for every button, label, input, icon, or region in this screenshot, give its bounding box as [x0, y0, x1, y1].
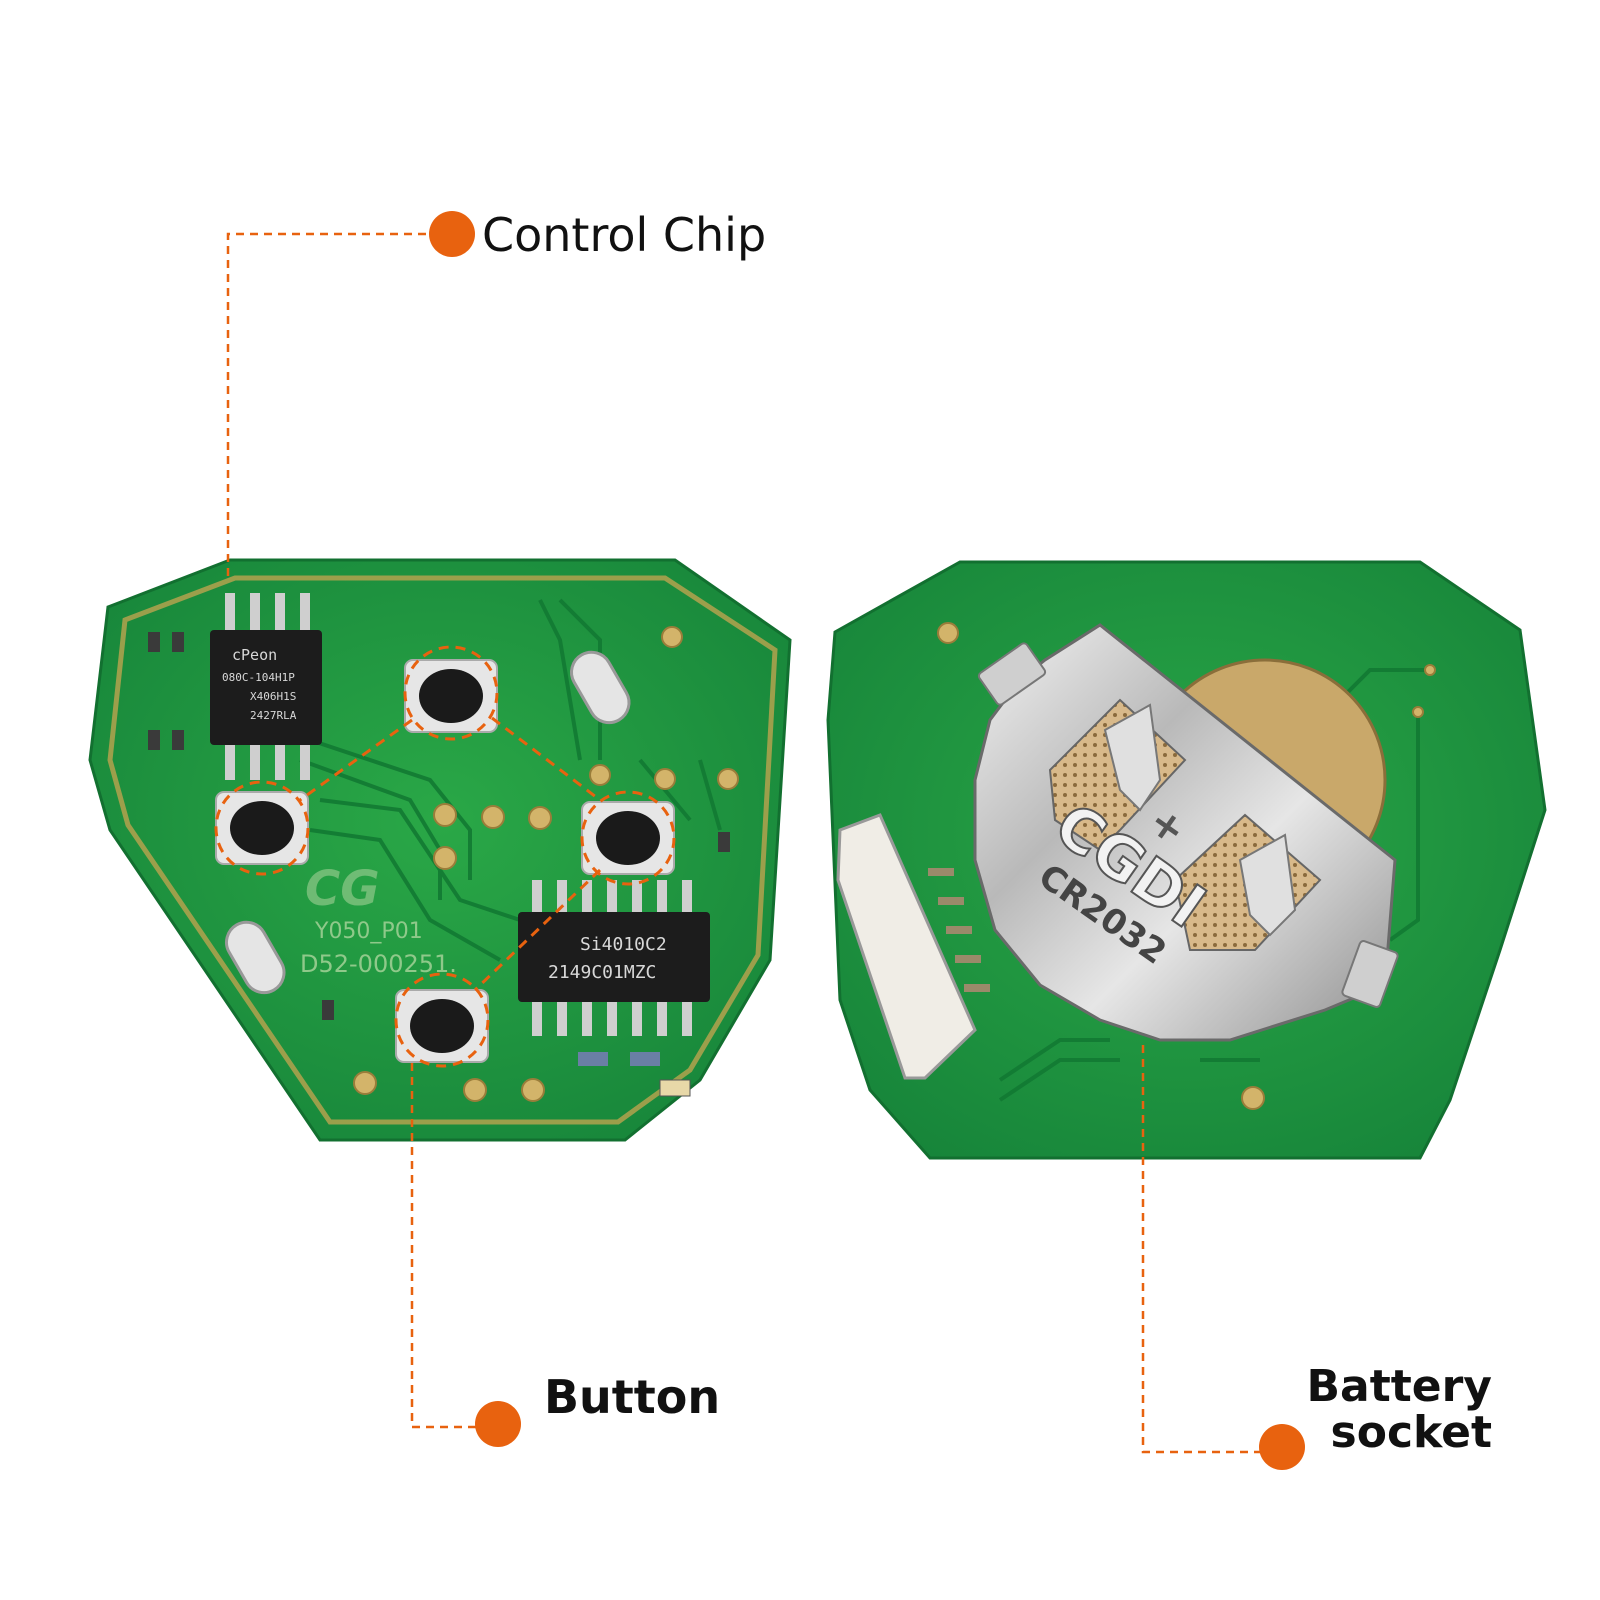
solder-pads: [353, 626, 739, 1102]
tactile-button-bottom: [394, 972, 490, 1068]
silkscreen-logo: CG: [305, 861, 380, 917]
right-pcb: + CGDI CR2032: [826, 560, 1547, 1160]
battery-socket-label-line1: Battery: [1306, 1361, 1492, 1412]
callout-lines: [226, 232, 1262, 1454]
silkscreen-model: Y050_P01: [314, 919, 423, 944]
battery-socket-leader: [1141, 1040, 1262, 1454]
tactile-button-left: [214, 780, 310, 876]
chip-large-line2: 2149C01MZC: [548, 962, 656, 983]
oval-pad: [225, 920, 286, 995]
control-chip: cPeon 080C-104H1P X406H1S 2427RLA: [210, 593, 322, 780]
battery-holder: + CGDI CR2032: [973, 623, 1399, 1042]
smd-resistor: [578, 1052, 608, 1066]
smd-parts: [148, 632, 730, 1020]
tactile-button-top: [403, 645, 499, 741]
solder-pads: [937, 622, 1436, 1110]
chip-large-line1: Si4010C2: [580, 934, 667, 955]
button-dot: [475, 1401, 521, 1447]
chip-small-line4: 2427RLA: [250, 709, 297, 722]
led: [659, 1079, 691, 1097]
control-chip-leader: [226, 232, 440, 580]
silkscreen-serial: D52-000251.: [300, 950, 457, 978]
button-leader: [410, 1060, 490, 1429]
control-chip-label: Control Chip: [482, 208, 767, 262]
button-label: Button: [544, 1370, 721, 1424]
battery-socket-label: Battery socket: [1296, 1364, 1492, 1456]
left-pcb: CG Y050_P01 D52-000251. cPeon 080C-104H1…: [88, 558, 792, 1142]
chip-small-line1: cPeon: [232, 646, 277, 664]
tactile-button-right: [580, 790, 676, 886]
oval-pad: [570, 650, 631, 725]
button-links: [299, 716, 602, 992]
control-chip-dot: [429, 211, 475, 257]
chip-small-line2: 080C-104H1P: [222, 671, 295, 684]
rf-chip: Si4010C2 2149C01MZC: [518, 880, 710, 1036]
callout-dots: [429, 211, 1305, 1470]
battery-socket-label-line2: socket: [1330, 1407, 1492, 1458]
chip-small-line3: X406H1S: [250, 690, 296, 703]
battery-socket-dot: [1259, 1424, 1305, 1470]
smd-resistor: [630, 1052, 660, 1066]
side-connector: [836, 813, 990, 1080]
